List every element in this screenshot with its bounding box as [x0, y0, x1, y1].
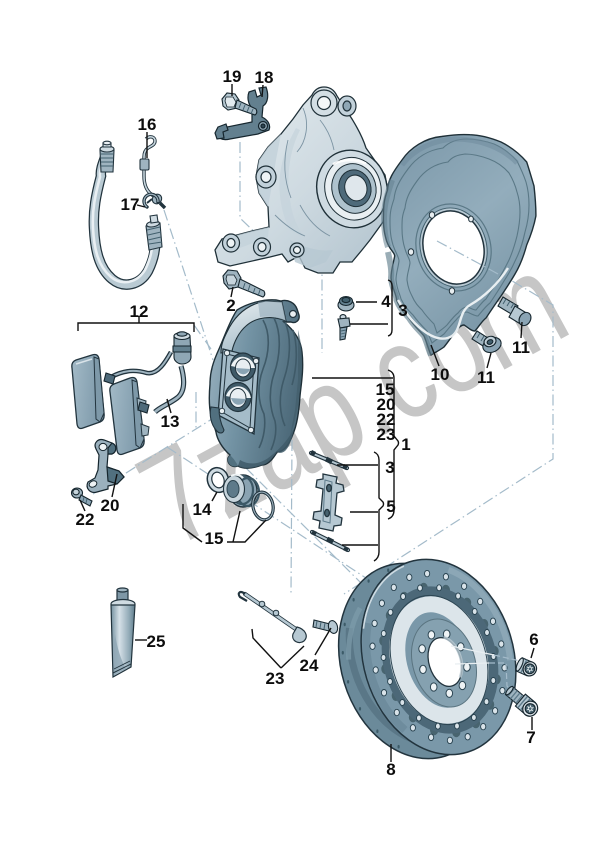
- svg-text:22: 22: [76, 510, 95, 529]
- svg-text:3: 3: [385, 458, 394, 477]
- svg-text:18: 18: [255, 68, 274, 87]
- svg-text:7: 7: [526, 728, 535, 747]
- svg-text:3: 3: [398, 301, 407, 320]
- svg-text:5: 5: [386, 497, 395, 516]
- svg-text:22: 22: [377, 410, 396, 429]
- svg-text:16: 16: [138, 115, 157, 134]
- svg-text:11: 11: [477, 368, 495, 387]
- svg-text:20: 20: [101, 496, 120, 515]
- svg-text:1: 1: [401, 435, 410, 454]
- svg-text:13: 13: [161, 412, 180, 431]
- svg-text:8: 8: [386, 760, 395, 779]
- svg-text:15: 15: [376, 380, 395, 399]
- svg-text:10: 10: [431, 365, 450, 384]
- svg-text:25: 25: [147, 632, 166, 651]
- svg-text:23: 23: [266, 669, 285, 688]
- svg-text:24: 24: [300, 656, 319, 675]
- svg-text:6: 6: [529, 630, 538, 649]
- svg-text:19: 19: [223, 67, 242, 86]
- svg-text:2: 2: [226, 296, 235, 315]
- svg-text:14: 14: [193, 500, 212, 519]
- svg-text:15: 15: [205, 529, 224, 548]
- svg-text:11: 11: [512, 338, 530, 357]
- svg-text:17: 17: [121, 195, 140, 214]
- svg-text:20: 20: [377, 395, 396, 414]
- svg-text:23: 23: [377, 425, 396, 444]
- svg-text:12: 12: [130, 302, 149, 321]
- svg-text:4: 4: [381, 292, 391, 311]
